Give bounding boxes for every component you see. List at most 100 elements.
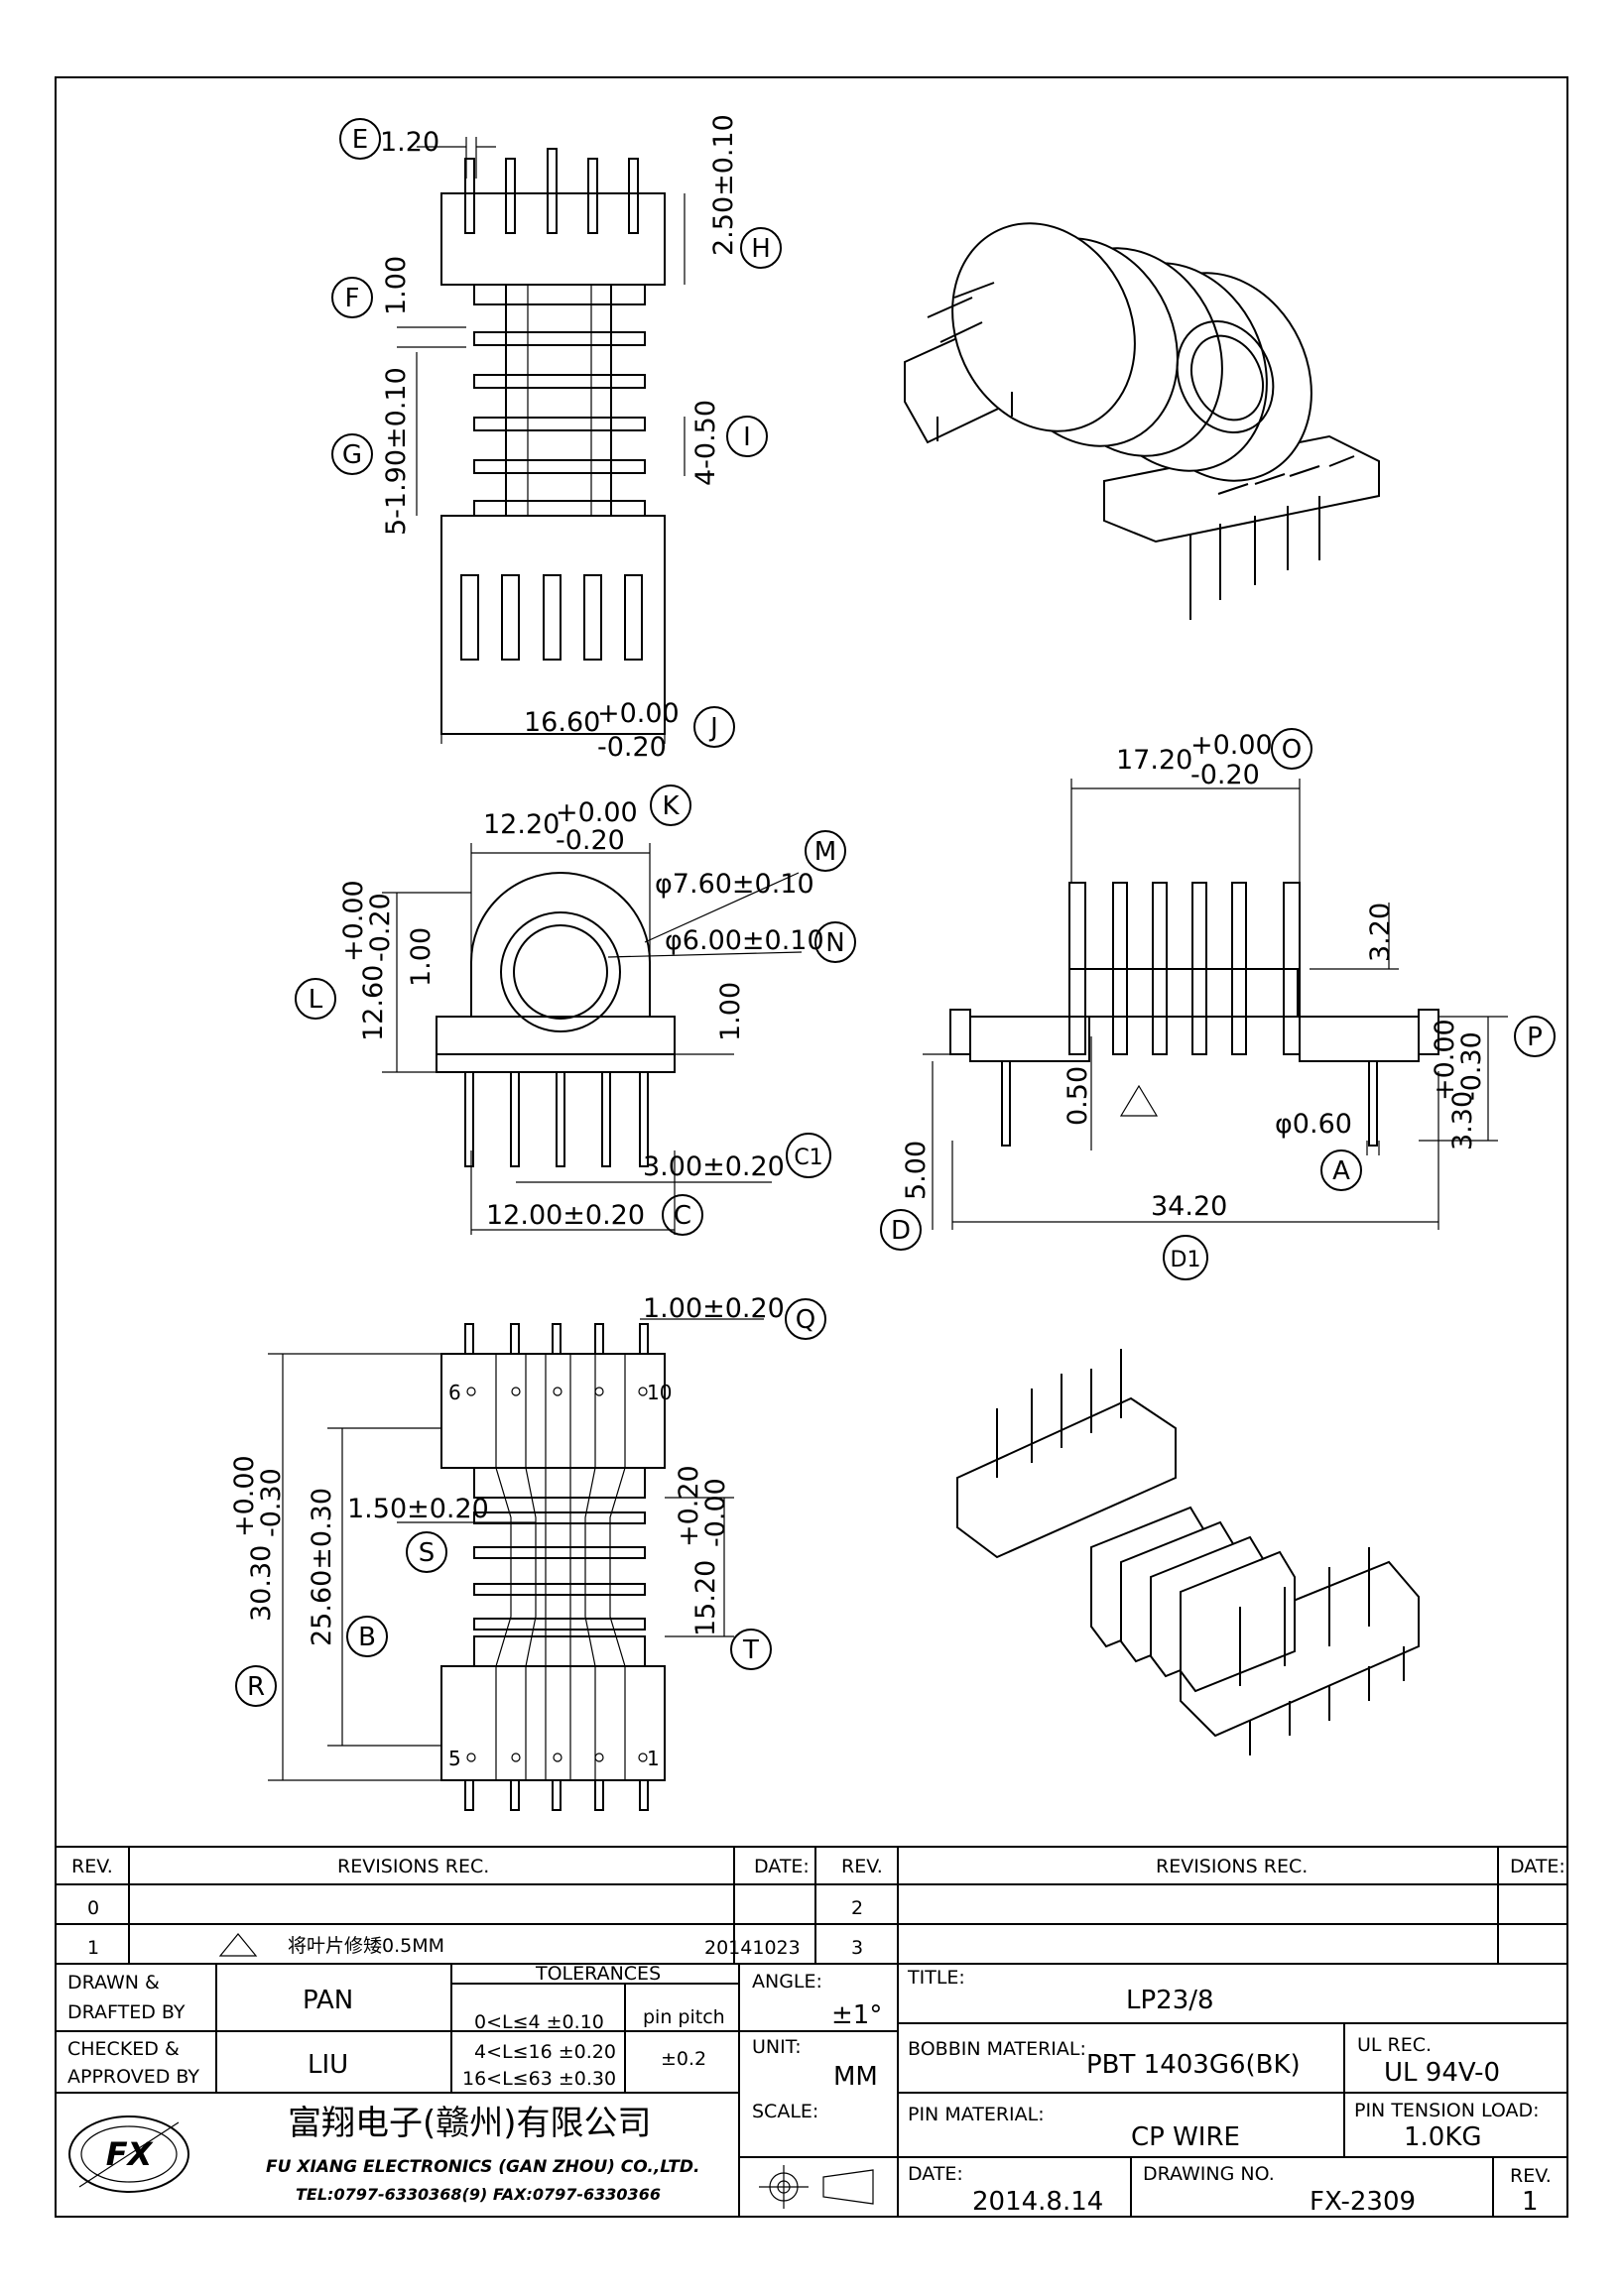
end-view xyxy=(382,843,803,1235)
svg-text:K: K xyxy=(662,791,680,821)
circle-label-n: N xyxy=(814,921,856,963)
circle-label-a: A xyxy=(1320,1149,1362,1191)
dim-d: 5.00 xyxy=(901,1141,932,1200)
dim-l-plus: +0.00 xyxy=(338,880,369,962)
dim-c1: 3.00±0.20 xyxy=(643,1151,785,1182)
tb-rev-1: 1 xyxy=(87,1937,99,1959)
circle-label-e: E xyxy=(339,118,381,160)
dim-b: 25.60±0.30 xyxy=(307,1488,337,1646)
svg-text:E: E xyxy=(352,125,368,155)
svg-text:R: R xyxy=(247,1672,265,1702)
svg-text:T: T xyxy=(742,1635,759,1665)
tb-revisions-header: REVISIONS REC. xyxy=(337,1856,489,1877)
tb-pin-tension-label: PIN TENSION LOAD: xyxy=(1354,2100,1540,2121)
svg-text:F: F xyxy=(345,284,360,313)
circle-label-c1: C1 xyxy=(786,1133,831,1178)
circle-label-p: P xyxy=(1514,1016,1556,1057)
rev1-triangle xyxy=(218,1933,258,1957)
tb-bobbin-value: PBT 1403G6(BK) xyxy=(1086,2050,1301,2080)
svg-text:A: A xyxy=(1332,1156,1350,1186)
circle-label-s: S xyxy=(406,1531,447,1573)
dim-c: 12.00±0.20 xyxy=(486,1200,645,1231)
tb-rev-label: REV. xyxy=(1510,2165,1552,2187)
pin-number-6: 6 xyxy=(448,1381,461,1404)
dim-g: 5-1.90±0.10 xyxy=(381,367,412,536)
isometric-view-bottom xyxy=(956,1349,1420,1755)
tb-pin-material-label: PIN MATERIAL: xyxy=(908,2104,1045,2125)
tb-title-value: LP23/8 xyxy=(1126,1986,1214,2015)
tb-rev-header-2: REV. xyxy=(841,1856,883,1877)
tb-rev1-note: 将叶片修矮0.5MM xyxy=(288,1935,444,1957)
dim-p-plus: +0.00 xyxy=(1430,1019,1460,1101)
dim-k-main: 12.20 xyxy=(483,809,560,840)
circle-label-k: K xyxy=(650,785,691,826)
circle-label-i: I xyxy=(726,416,768,457)
dim-l-right: 1.00 xyxy=(715,982,746,1041)
svg-text:S: S xyxy=(419,1538,436,1568)
dim-s: 1.50±0.20 xyxy=(347,1494,489,1524)
circle-label-m: M xyxy=(805,830,846,872)
top-view xyxy=(397,137,686,744)
tb-date-value: 2014.8.14 xyxy=(972,2187,1103,2217)
dim-r-main: 30.30 xyxy=(246,1545,277,1622)
circle-label-d1: D1 xyxy=(1163,1235,1208,1280)
dim-o-minus: -0.20 xyxy=(1190,760,1260,790)
tb-pin-pitch-label: pin pitch xyxy=(643,2006,725,2028)
side-view xyxy=(923,779,1508,1230)
circle-label-g: G xyxy=(331,433,373,475)
tb-company-cn: 富翔电子(赣州)有限公司 xyxy=(288,2104,652,2143)
svg-text:G: G xyxy=(342,440,362,470)
tb-rev-3: 3 xyxy=(851,1937,863,1959)
pin-number-5: 5 xyxy=(448,1747,461,1770)
svg-text:C: C xyxy=(674,1201,691,1231)
dim-f: 1.00 xyxy=(381,256,412,315)
dim-half: 0.50 xyxy=(1062,1066,1093,1126)
svg-text:P: P xyxy=(1527,1023,1543,1052)
dim-r-minus: -0.30 xyxy=(256,1468,287,1537)
dim-k-minus: -0.20 xyxy=(556,825,625,856)
core-outer-circle xyxy=(500,911,621,1032)
svg-text:J: J xyxy=(708,713,718,743)
circle-label-o: O xyxy=(1271,728,1312,770)
dim-t-main: 15.20 xyxy=(690,1560,721,1636)
tb-tol-2: 4<L≤16 ±0.20 xyxy=(474,2041,616,2063)
tb-checked-label-2: APPROVED BY xyxy=(67,2066,199,2088)
projection-symbol-cone xyxy=(822,2169,874,2205)
svg-text:C1: C1 xyxy=(794,1146,822,1170)
svg-text:H: H xyxy=(751,234,771,264)
tb-angle-label: ANGLE: xyxy=(752,1971,822,1993)
tb-title-label: TITLE: xyxy=(907,1967,965,1989)
dim-n: φ6.00±0.10 xyxy=(665,925,824,956)
dim-l-inner: 1.00 xyxy=(406,927,437,987)
tb-rev-header: REV. xyxy=(71,1856,113,1877)
dim-h: 2.50±0.10 xyxy=(708,114,739,256)
dim-l-minus: -0.20 xyxy=(365,893,396,962)
tb-pin-pitch-value: ±0.2 xyxy=(661,2048,706,2070)
tb-checked-value: LIU xyxy=(308,2050,348,2080)
svg-text:Q: Q xyxy=(796,1305,815,1335)
svg-text:M: M xyxy=(814,837,836,867)
circle-label-l: L xyxy=(295,978,336,1020)
dim-a: φ0.60 xyxy=(1275,1109,1352,1140)
tb-ul-value: UL 94V-0 xyxy=(1384,2058,1500,2088)
dim-p-minus: -0.30 xyxy=(1456,1031,1487,1101)
tb-rev-2: 2 xyxy=(851,1897,863,1919)
tb-rev-value: 1 xyxy=(1522,2187,1539,2217)
tb-drawing-no-label: DRAWING NO. xyxy=(1143,2163,1275,2185)
tb-revisions-header-2: REVISIONS REC. xyxy=(1156,1856,1308,1877)
dim-o-main: 17.20 xyxy=(1116,745,1192,776)
tb-bobbin-label: BOBBIN MATERIAL: xyxy=(908,2038,1086,2060)
company-logo: FX xyxy=(68,2115,189,2193)
dim-q: 1.00±0.20 xyxy=(643,1293,785,1324)
circle-label-h: H xyxy=(740,227,782,269)
dim-t-plus: +0.20 xyxy=(674,1465,704,1547)
circle-label-c: C xyxy=(662,1194,703,1236)
svg-text:B: B xyxy=(358,1623,376,1652)
circle-label-t: T xyxy=(730,1629,772,1670)
svg-text:D1: D1 xyxy=(1171,1248,1201,1272)
dim-j-minus: -0.20 xyxy=(597,732,667,763)
dim-r-plus: +0.00 xyxy=(229,1455,260,1537)
revision-triangle xyxy=(1119,1084,1159,1117)
tb-drawn-value: PAN xyxy=(303,1986,353,2015)
